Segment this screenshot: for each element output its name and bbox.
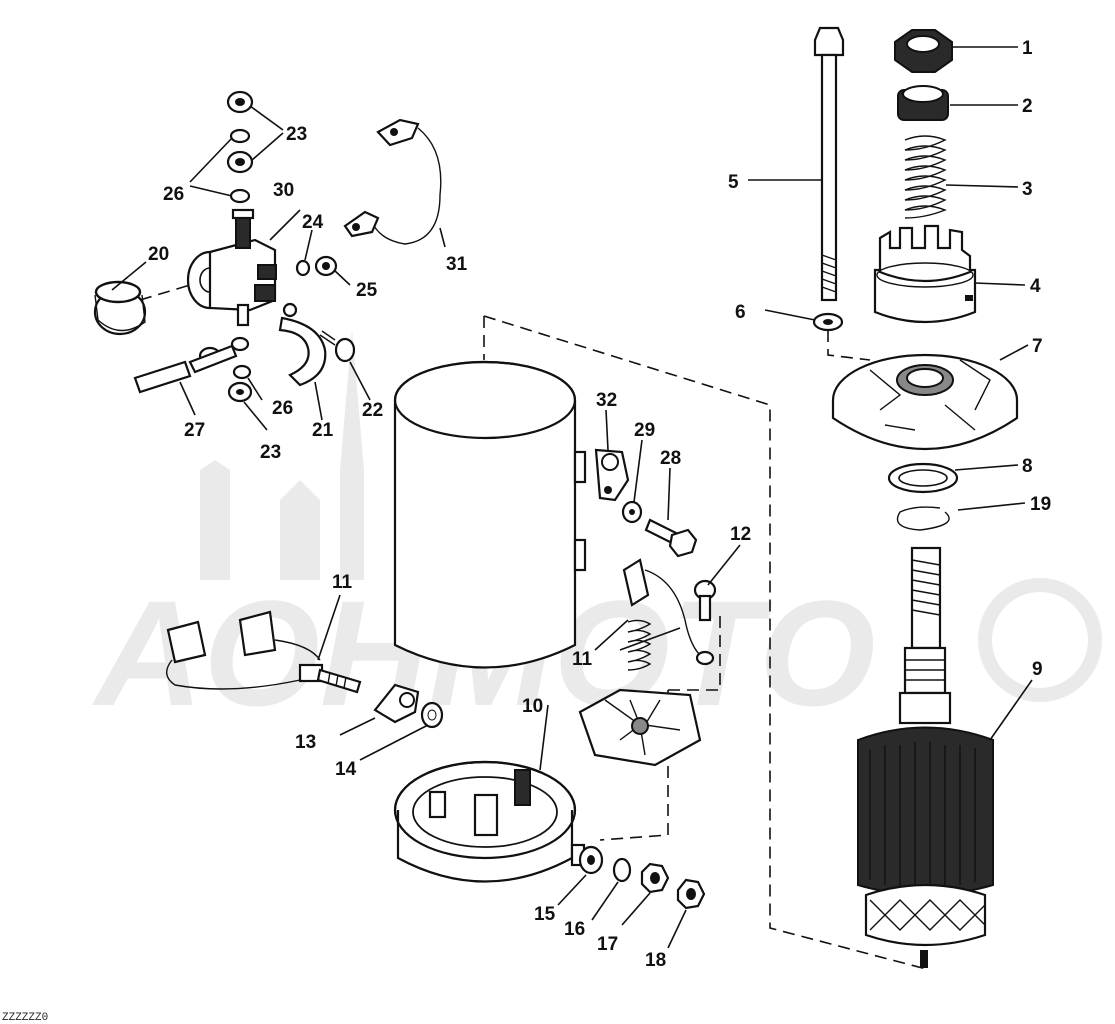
callout-21: 21 <box>312 420 334 441</box>
part-brush-spring <box>627 619 652 671</box>
leader-lines <box>111 46 1033 949</box>
callout-11-left: 11 <box>332 572 353 593</box>
part-screw-12 <box>693 579 717 622</box>
callout-4: 4 <box>1030 276 1041 297</box>
part-washer-small <box>812 312 844 332</box>
part-lockwasher-upper-2 <box>229 188 251 204</box>
part-retaining-ring <box>896 506 950 531</box>
part-nut-18 <box>676 878 706 910</box>
part-brush-right <box>622 558 715 666</box>
part-brush-set-left <box>166 610 362 694</box>
callout-15: 15 <box>534 904 556 925</box>
part-lockwasher-24 <box>295 259 311 277</box>
part-frame-housing <box>393 360 587 669</box>
watermark-wheel <box>978 578 1102 702</box>
callout-28: 28 <box>660 448 681 469</box>
callout-9: 9 <box>1032 659 1043 680</box>
callout-18: 18 <box>645 950 666 971</box>
part-washer-29 <box>621 500 643 524</box>
part-nut-lower <box>227 381 253 403</box>
part-spring <box>904 135 947 219</box>
part-drive-end-cap <box>831 353 1019 450</box>
part-cable <box>343 118 442 245</box>
callout-6: 6 <box>735 302 746 323</box>
part-commutator-end-cap <box>393 760 586 883</box>
callout-14: 14 <box>335 759 357 780</box>
assembly-dashed-line-brush <box>668 610 721 691</box>
part-armature <box>857 546 994 968</box>
callout-29: 29 <box>634 420 655 441</box>
part-nut-25 <box>314 255 338 277</box>
callout-20: 20 <box>148 244 169 265</box>
callout-7: 7 <box>1032 336 1043 357</box>
callout-16: 16 <box>564 919 585 940</box>
callout-24: 24 <box>302 212 324 233</box>
part-drive-pinion <box>873 224 977 324</box>
part-solenoid <box>186 208 277 327</box>
part-lockwasher-lower <box>232 364 252 380</box>
callout-17: 17 <box>597 934 618 955</box>
part-lockwasher-16 <box>612 857 632 883</box>
part-thrust-washer <box>887 462 959 494</box>
callout-26-top: 26 <box>163 184 184 205</box>
part-nut-17 <box>640 862 670 894</box>
callout-3: 3 <box>1022 179 1033 200</box>
part-screw-22 <box>319 330 356 363</box>
part-holder-13 <box>373 683 420 724</box>
part-bolt-28 <box>644 518 698 558</box>
callout-11-right: 11 <box>572 649 593 670</box>
callout-19: 19 <box>1030 494 1051 515</box>
callout-27: 27 <box>184 420 205 441</box>
callout-22: 22 <box>362 400 383 421</box>
callout-23-bottom: 23 <box>260 442 281 463</box>
part-nut-upper-2 <box>226 150 254 174</box>
callout-31: 31 <box>446 254 468 275</box>
callout-labels: 1 2 3 4 5 6 7 8 19 9 10 11 11 12 13 14 1… <box>148 38 1051 971</box>
callout-32: 32 <box>596 390 617 411</box>
callout-8: 8 <box>1022 456 1033 477</box>
part-nut-top <box>894 29 953 73</box>
callout-25: 25 <box>356 280 378 301</box>
callout-13: 13 <box>295 732 316 753</box>
part-brush-plate <box>578 688 702 767</box>
part-lockwasher-upper-1 <box>229 128 251 144</box>
callout-5: 5 <box>728 172 739 193</box>
part-washer-15 <box>578 845 604 875</box>
part-spacer <box>897 85 949 121</box>
part-bracket <box>278 302 327 387</box>
part-boot <box>93 280 147 336</box>
assembly-dashed-line-washer <box>827 330 871 361</box>
corner-code: ZZZZZZ0 <box>2 1012 48 1024</box>
assembly-dashed-line-main <box>483 315 931 971</box>
callout-1: 1 <box>1022 38 1033 59</box>
part-nut-upper-1 <box>226 90 254 114</box>
part-stud <box>133 336 250 394</box>
assembly-dashed-line-boot <box>139 284 191 301</box>
callout-26-bottom: 26 <box>272 398 293 419</box>
callout-23-top: 23 <box>286 124 307 145</box>
callout-12: 12 <box>730 524 751 545</box>
callout-30: 30 <box>273 180 294 201</box>
part-through-bolt <box>813 26 845 302</box>
callout-2: 2 <box>1022 96 1033 117</box>
part-terminal <box>594 448 630 502</box>
part-washer-14 <box>420 701 444 729</box>
callout-10: 10 <box>522 696 543 717</box>
